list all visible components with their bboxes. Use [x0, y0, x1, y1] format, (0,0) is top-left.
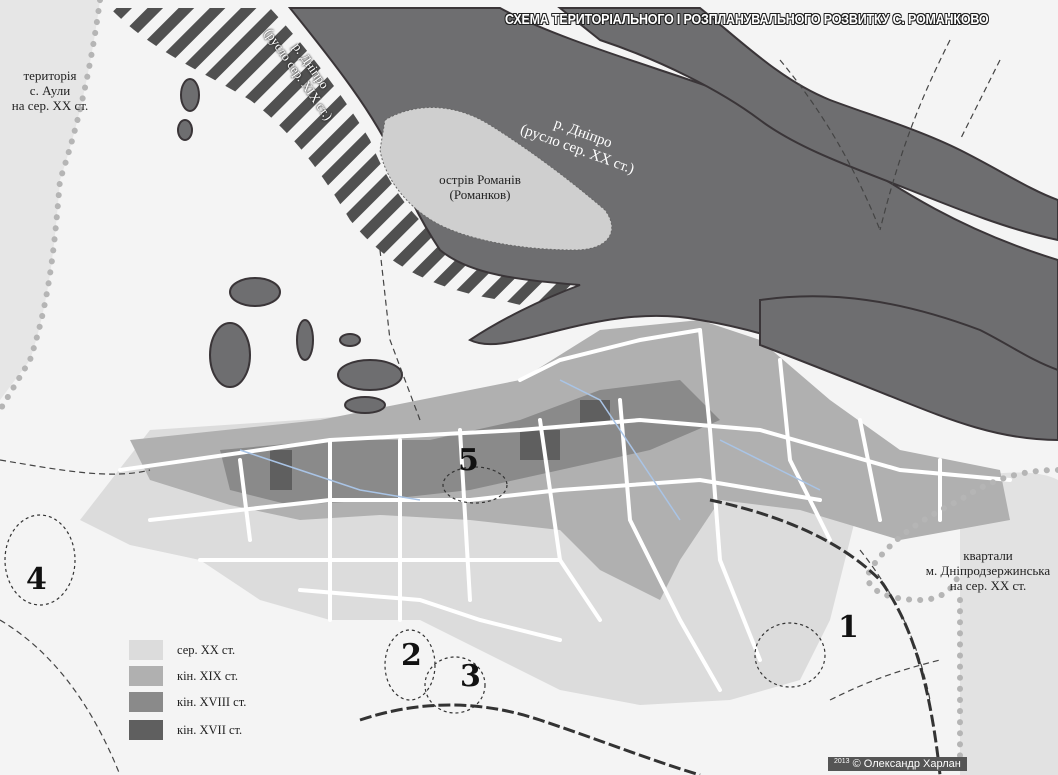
legend-swatch-17c — [129, 720, 163, 740]
legend-swatch-18c — [129, 692, 163, 712]
copyright-year: 2013 — [834, 758, 850, 765]
label-city-quarters: квартали м. Дніпродзержинська на сер. XX… — [918, 548, 1058, 593]
site-marker-2: 2 — [401, 638, 422, 673]
legend-label-18c: кін. XVIII ст. — [177, 694, 247, 709]
river-arm-north — [557, 7, 1058, 242]
legend-label-20c: сер. XX ст. — [177, 642, 236, 657]
label-island-line2: (Романков) — [449, 187, 511, 202]
site-rings — [4, 466, 826, 714]
aula-territory-strip — [0, 0, 100, 400]
water-lines — [239, 379, 821, 521]
street-network — [118, 328, 1012, 692]
legend-row-18c: кін. XVIII ст. — [129, 692, 246, 712]
lakes — [177, 78, 403, 414]
legend-label-19c: кін. XIX ст. — [177, 668, 239, 683]
site-marker-4: 4 — [26, 562, 47, 597]
legend-row-17c: кін. XVII ст. — [129, 720, 242, 740]
map-title: СХЕМА ТЕРИТОРІАЛЬНОГО І РОЗПЛАНУВАЛЬНОГО… — [505, 12, 989, 28]
legend-row-20c: сер. XX ст. — [129, 640, 235, 660]
label-quarters-line2: м. Дніпродзержинська — [925, 563, 1051, 578]
romaniv-island — [379, 107, 613, 251]
town-area-17c-b — [520, 430, 560, 460]
site-marker-3: 3 — [460, 659, 481, 694]
town-area-17c-a — [270, 450, 292, 490]
site-marker-1: 1 — [838, 610, 859, 645]
label-aula-line3: на сер. XX ст. — [11, 98, 89, 113]
old-riverbed-19c — [110, 8, 620, 312]
copyright-notice: 2013 © Олександр Харлан — [828, 757, 967, 771]
label-aula-line1: територія — [23, 68, 77, 83]
label-quarters-line1: квартали — [963, 548, 1013, 563]
site-marker-5: 5 — [458, 443, 479, 478]
copyright-text: © Олександр Харлан — [852, 758, 961, 770]
railway — [359, 498, 942, 775]
legend-swatch-20c — [129, 640, 163, 660]
dashed-roads — [0, 39, 1001, 775]
river-arm-east-1 — [759, 295, 1058, 442]
label-aula-territory: територія с. Аули на сер. XX ст. — [4, 68, 96, 113]
label-aula-line2: с. Аули — [29, 83, 71, 98]
legend-swatch-19c — [129, 666, 163, 686]
legend-row-19c: кін. XIX ст. — [129, 666, 238, 686]
label-island: острів Романів (Романков) — [420, 172, 540, 202]
label-quarters-line3: на сер. XX ст. — [949, 578, 1027, 593]
legend-label-17c: кін. XVII ст. — [177, 722, 243, 737]
city-quarters-strip — [960, 472, 1058, 775]
label-island-line1: острів Романів — [439, 172, 521, 187]
town-area-17c-c — [580, 400, 610, 425]
